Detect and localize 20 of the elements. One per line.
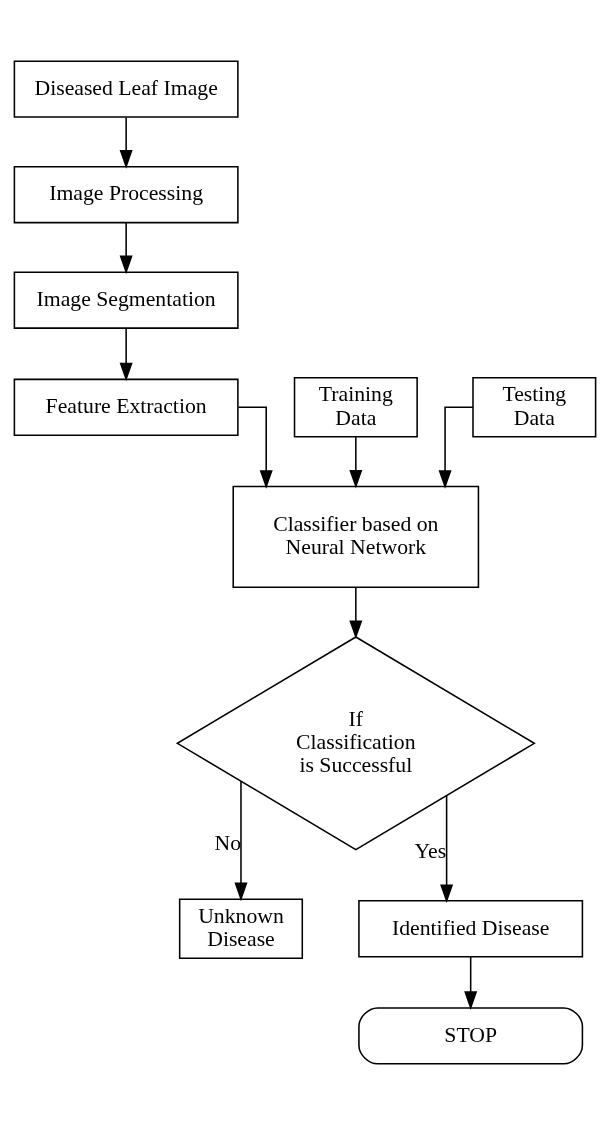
arrow [119, 221, 133, 274]
arrow [119, 327, 133, 381]
node-box: Image Processing [13, 165, 239, 223]
arrow [349, 586, 363, 639]
arrow [438, 406, 474, 489]
node-box: Testing Data [472, 376, 597, 438]
node-box: Identified Disease [358, 899, 584, 957]
arrow [464, 955, 478, 1010]
arrow [234, 780, 248, 901]
node-box: Feature Extraction [13, 378, 239, 436]
node-box: Training Data [293, 376, 418, 438]
node-box: Image Segmentation [13, 271, 239, 329]
node-box: Classifier based on Neural Network [232, 485, 480, 588]
node-box: Unknown Disease [178, 898, 304, 959]
arrow [440, 794, 454, 903]
arrow [237, 406, 273, 489]
node-box: STOP [358, 1006, 584, 1065]
arrow [349, 436, 363, 489]
node-box: Diseased Leaf Image [13, 59, 239, 118]
arrow [119, 116, 133, 169]
